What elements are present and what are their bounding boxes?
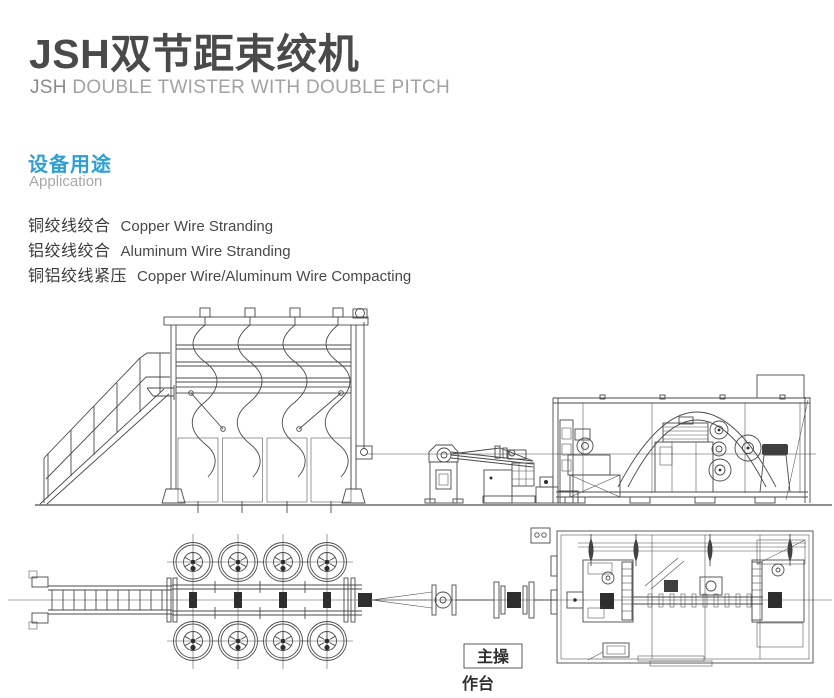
page-subtitle: JSH DOUBLE TWISTER WITH DOUBLE PITCH bbox=[30, 77, 450, 99]
application-zh: 铜绞线绞合 bbox=[28, 218, 111, 235]
top-pulley-brackets bbox=[199, 307, 344, 325]
application-en: Aluminum Wire Stranding bbox=[120, 243, 291, 260]
pendant-box bbox=[602, 642, 630, 658]
rack-top-beam bbox=[163, 316, 369, 326]
application-en: Copper Wire Stranding bbox=[120, 218, 274, 235]
capstan-pulleys bbox=[708, 420, 732, 482]
side-elevation-view bbox=[35, 307, 832, 513]
plan-view: 主操 作台 bbox=[8, 527, 832, 693]
bow-spindles-plan bbox=[588, 534, 793, 566]
converging-wires bbox=[450, 447, 534, 468]
application-item: 铝绞线绞合 Aluminum Wire Stranding bbox=[28, 237, 411, 260]
operator-console-label: 主操 作台 bbox=[462, 643, 523, 693]
payoff-rack bbox=[161, 307, 373, 513]
plan-wire-path bbox=[371, 581, 557, 619]
console-label-line1: 主操 bbox=[477, 647, 510, 666]
section-heading-en: Application bbox=[29, 173, 103, 190]
gearbox-plan bbox=[699, 576, 723, 596]
guide-stand bbox=[424, 444, 464, 504]
walkway-plan bbox=[28, 570, 172, 630]
left-drive-assembly bbox=[567, 428, 621, 498]
spool-rail-plan bbox=[166, 534, 372, 669]
wire-curtains bbox=[177, 437, 352, 513]
wire-exit-guide bbox=[355, 445, 373, 460]
application-item: 铜铝绞线紧压 Copper Wire/Aluminum Wire Compact… bbox=[28, 262, 411, 285]
application-item: 铜绞线绞合 Copper Wire Stranding bbox=[28, 212, 411, 235]
diagonal-braces bbox=[188, 390, 344, 432]
access-stairs bbox=[39, 352, 175, 505]
twister-machine-plan bbox=[530, 527, 814, 667]
application-zh: 铝绞线绞合 bbox=[28, 243, 111, 260]
section-heading-zh: 设备用途 bbox=[28, 154, 112, 176]
rack-foot bbox=[161, 488, 186, 504]
twist-bow-arc bbox=[617, 411, 777, 488]
application-en: Copper Wire/Aluminum Wire Compacting bbox=[137, 268, 412, 285]
compacting-unit bbox=[482, 445, 579, 504]
reel-cone bbox=[762, 444, 788, 455]
rack-rails bbox=[175, 344, 352, 394]
application-zh: 铜铝绞线紧压 bbox=[28, 268, 128, 285]
hanging-wires bbox=[191, 324, 351, 478]
console-label-line2: 作台 bbox=[462, 674, 494, 693]
rack-foot bbox=[341, 488, 366, 504]
twister-machine-side bbox=[552, 374, 811, 504]
corner-bracket bbox=[530, 527, 551, 544]
application-list: 铜绞线绞合 Copper Wire Stranding 铝绞线绞合 Alumin… bbox=[28, 212, 411, 287]
page-title: JSH双节距束绞机 bbox=[29, 31, 360, 77]
console-label-box bbox=[463, 643, 523, 669]
subtitle-rest: DOUBLE TWISTER WITH DOUBLE PITCH bbox=[66, 77, 451, 98]
subtitle-prefix: JSH bbox=[30, 77, 67, 98]
top-cabinet bbox=[756, 374, 805, 399]
right-cradle-plan bbox=[751, 559, 805, 623]
left-cradle-plan bbox=[582, 559, 634, 623]
main-shaft-plan bbox=[633, 593, 763, 608]
guide-wheel bbox=[734, 434, 762, 462]
